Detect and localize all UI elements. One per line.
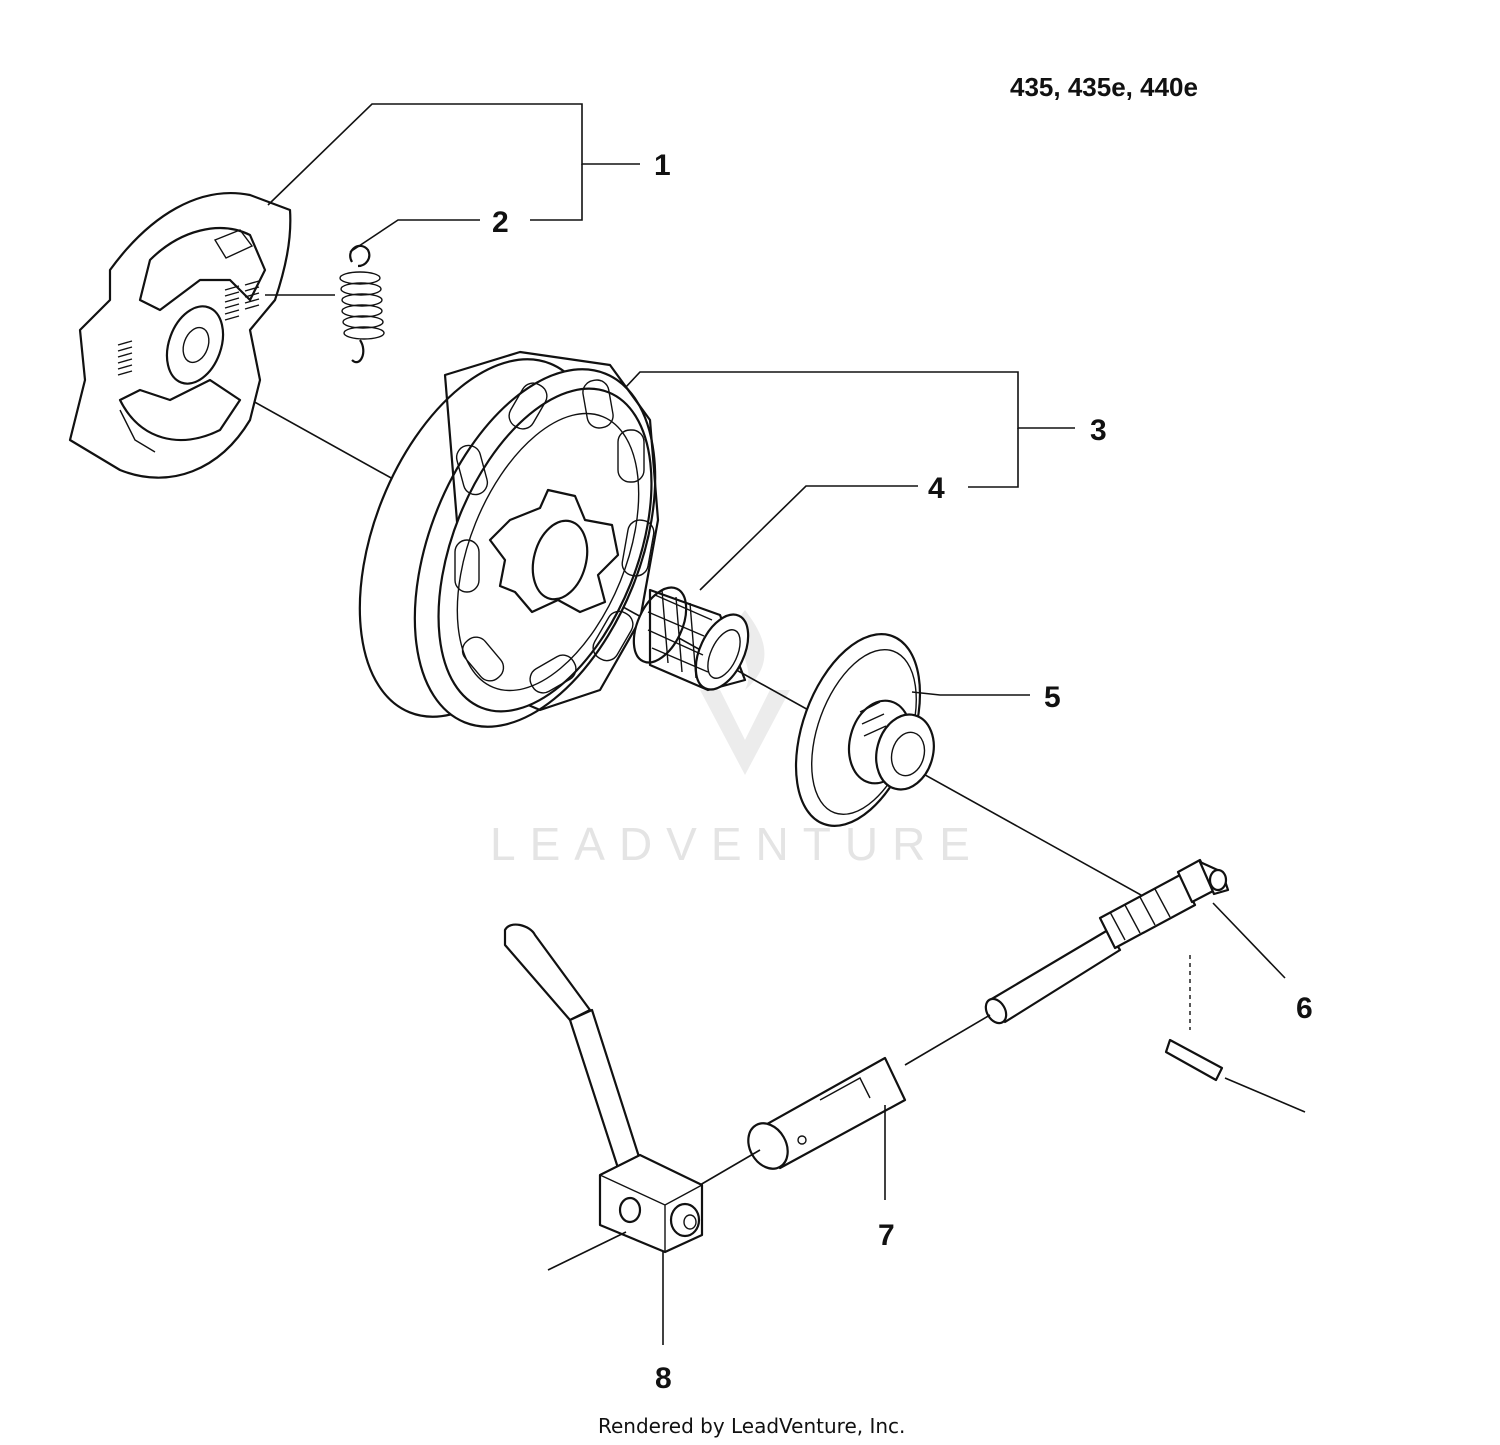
callout-2: 2: [492, 206, 509, 239]
callout-5: 5: [1044, 681, 1061, 714]
callout-7: 7: [878, 1219, 895, 1252]
clutch-spring-drawing: [339, 244, 385, 364]
callout-3: 3: [1090, 414, 1107, 447]
footer-credit: Rendered by LeadVenture, Inc.: [598, 1414, 905, 1438]
callout-8: 8: [655, 1362, 672, 1395]
clutch-drum-drawing: [358, 350, 660, 728]
callout-6: 6: [1296, 992, 1313, 1025]
callout-4: 4: [928, 472, 945, 505]
drive-shaft-drawing: [984, 858, 1306, 1113]
adjuster-lever-drawing: [503, 923, 761, 1271]
clutch-assembly-drawing: [68, 192, 335, 479]
needle-bearing-drawing: [632, 586, 750, 692]
watermark-text: LEADVENTURE: [490, 818, 984, 870]
pump-gear-drawing: [794, 633, 935, 827]
callout-1: 1: [654, 149, 671, 182]
sleeve-drawing: [747, 1014, 991, 1170]
model-title: 435, 435e, 440e: [1010, 72, 1198, 102]
leader-lines: [267, 103, 1286, 1345]
